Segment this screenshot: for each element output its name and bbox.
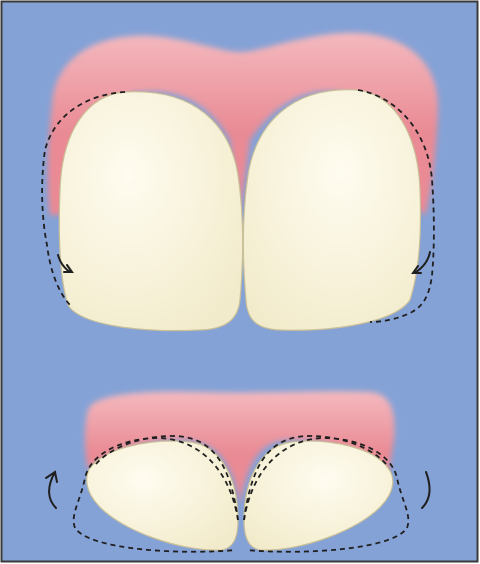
upper-frontal-view [42,33,438,331]
upper-left-tooth [59,92,243,331]
upper-right-tooth [243,90,420,331]
